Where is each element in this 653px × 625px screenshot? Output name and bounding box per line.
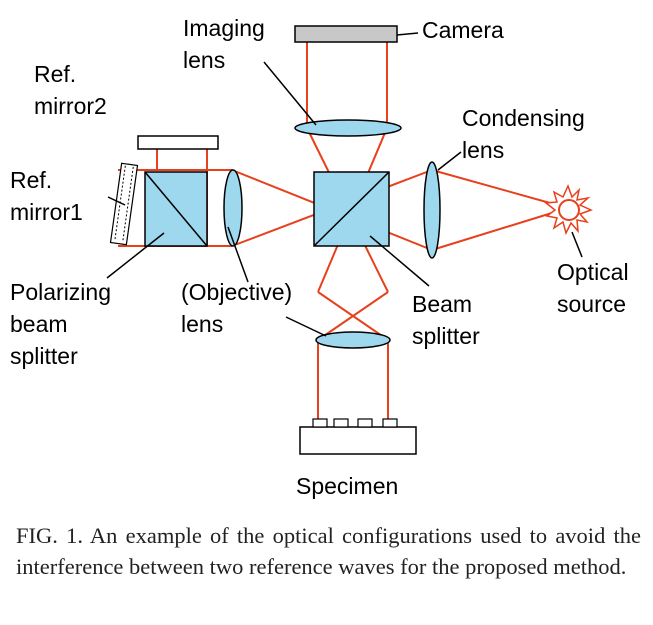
label-ref-mirror1-line1: Ref.	[10, 167, 52, 193]
label-optical-source-line2: source	[557, 291, 626, 317]
optical-source-icon	[544, 184, 593, 236]
label-imaging-lens-line2: lens	[183, 47, 225, 73]
label-specimen: Specimen	[296, 473, 398, 499]
label-camera: Camera	[422, 17, 504, 43]
reference-mirror2	[137, 135, 219, 150]
label-condensing-lens-line1: Condensing	[462, 105, 585, 131]
label-ref-mirror2-line1: Ref.	[34, 61, 76, 87]
label-beam-splitter-line1: Beam	[412, 291, 472, 317]
objective-lens-left	[223, 169, 243, 247]
label-polarizing-beam-splitter-line1: Polarizing	[10, 279, 111, 305]
label-ref-mirror1-line2: mirror1	[10, 199, 83, 225]
label-polarizing-beam-splitter-line2: beam	[10, 311, 68, 337]
figure-caption: FIG. 1. An example of the optical config…	[16, 523, 641, 579]
optical-setup-diagram: Imaging lens Camera Ref. mirror2 Condens…	[10, 15, 629, 499]
polarizing-beam-splitter-cube	[144, 171, 208, 247]
label-objective-lens-line2: lens	[181, 311, 223, 337]
camera-sensor	[294, 25, 398, 43]
objective-lens-bottom	[315, 331, 391, 349]
label-imaging-lens-line1: Imaging	[183, 15, 265, 41]
label-polarizing-beam-splitter-line3: splitter	[10, 343, 78, 369]
label-objective-lens-line1: (Objective)	[181, 279, 292, 305]
diagram-labels: Imaging lens Camera Ref. mirror2 Condens…	[10, 15, 629, 499]
beam-splitter-cube	[313, 171, 390, 247]
label-ref-mirror2-line2: mirror2	[34, 93, 107, 119]
specimen-stage	[299, 418, 417, 455]
imaging-lens	[294, 119, 402, 137]
condensing-lens	[423, 161, 441, 259]
label-beam-splitter-line2: splitter	[412, 323, 480, 349]
leader-lines	[106, 32, 583, 337]
label-optical-source-line1: Optical	[557, 259, 629, 285]
label-condensing-lens-line2: lens	[462, 137, 504, 163]
